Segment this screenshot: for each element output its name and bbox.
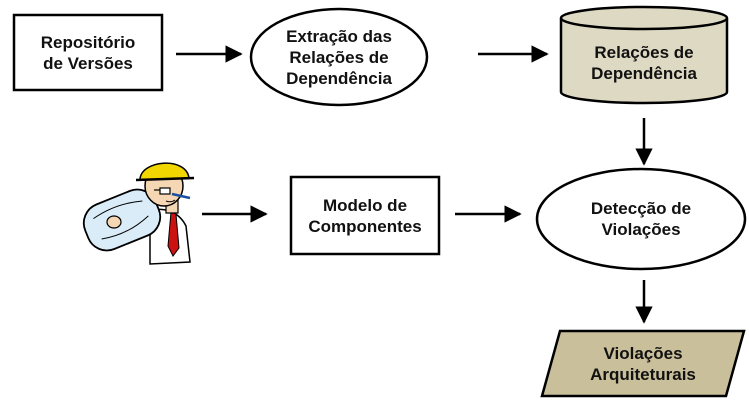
repository-label-line-2: de Versões <box>43 53 133 73</box>
extraction-ellipse <box>249 7 429 107</box>
extraction-label-line-2: Relações de <box>289 47 389 67</box>
dependencies-cylinder <box>559 5 729 105</box>
dependencies-label-line-2: Dependência <box>591 64 697 83</box>
detection-ellipse <box>535 167 747 271</box>
dependencies-label-line-1: Relações de <box>594 43 694 62</box>
component-model-label: Modelo de Componentes <box>291 177 439 254</box>
dependencies-label: Relações de Dependência <box>561 30 727 96</box>
detection-label-line-1: Detecção de <box>590 199 692 218</box>
violations-label-line-1: Violações <box>603 343 683 363</box>
detection-label: Detecção de Violações <box>537 169 745 269</box>
violations-parallelogram <box>540 329 746 398</box>
repository-label-line-1: Repositório <box>40 32 136 52</box>
violations-label-line-2: Arquiteturais <box>590 364 696 384</box>
component-model-label-line-2: Componentes <box>308 216 422 236</box>
component-model-label-line-1: Modelo de <box>322 195 408 215</box>
extraction-label: Extração das Relações de Dependência <box>251 9 427 105</box>
violations-label: Violações Arquiteturais <box>552 331 734 396</box>
repository-label: Repositório de Versões <box>14 15 162 90</box>
detection-label-line-2: Violações <box>601 220 681 239</box>
component-model-box <box>289 175 441 256</box>
architect-with-blueprint-icon <box>82 162 195 265</box>
repository-box <box>12 13 164 92</box>
extraction-label-line-3: Dependência <box>286 68 392 88</box>
extraction-label-line-1: Extração das <box>286 26 392 46</box>
